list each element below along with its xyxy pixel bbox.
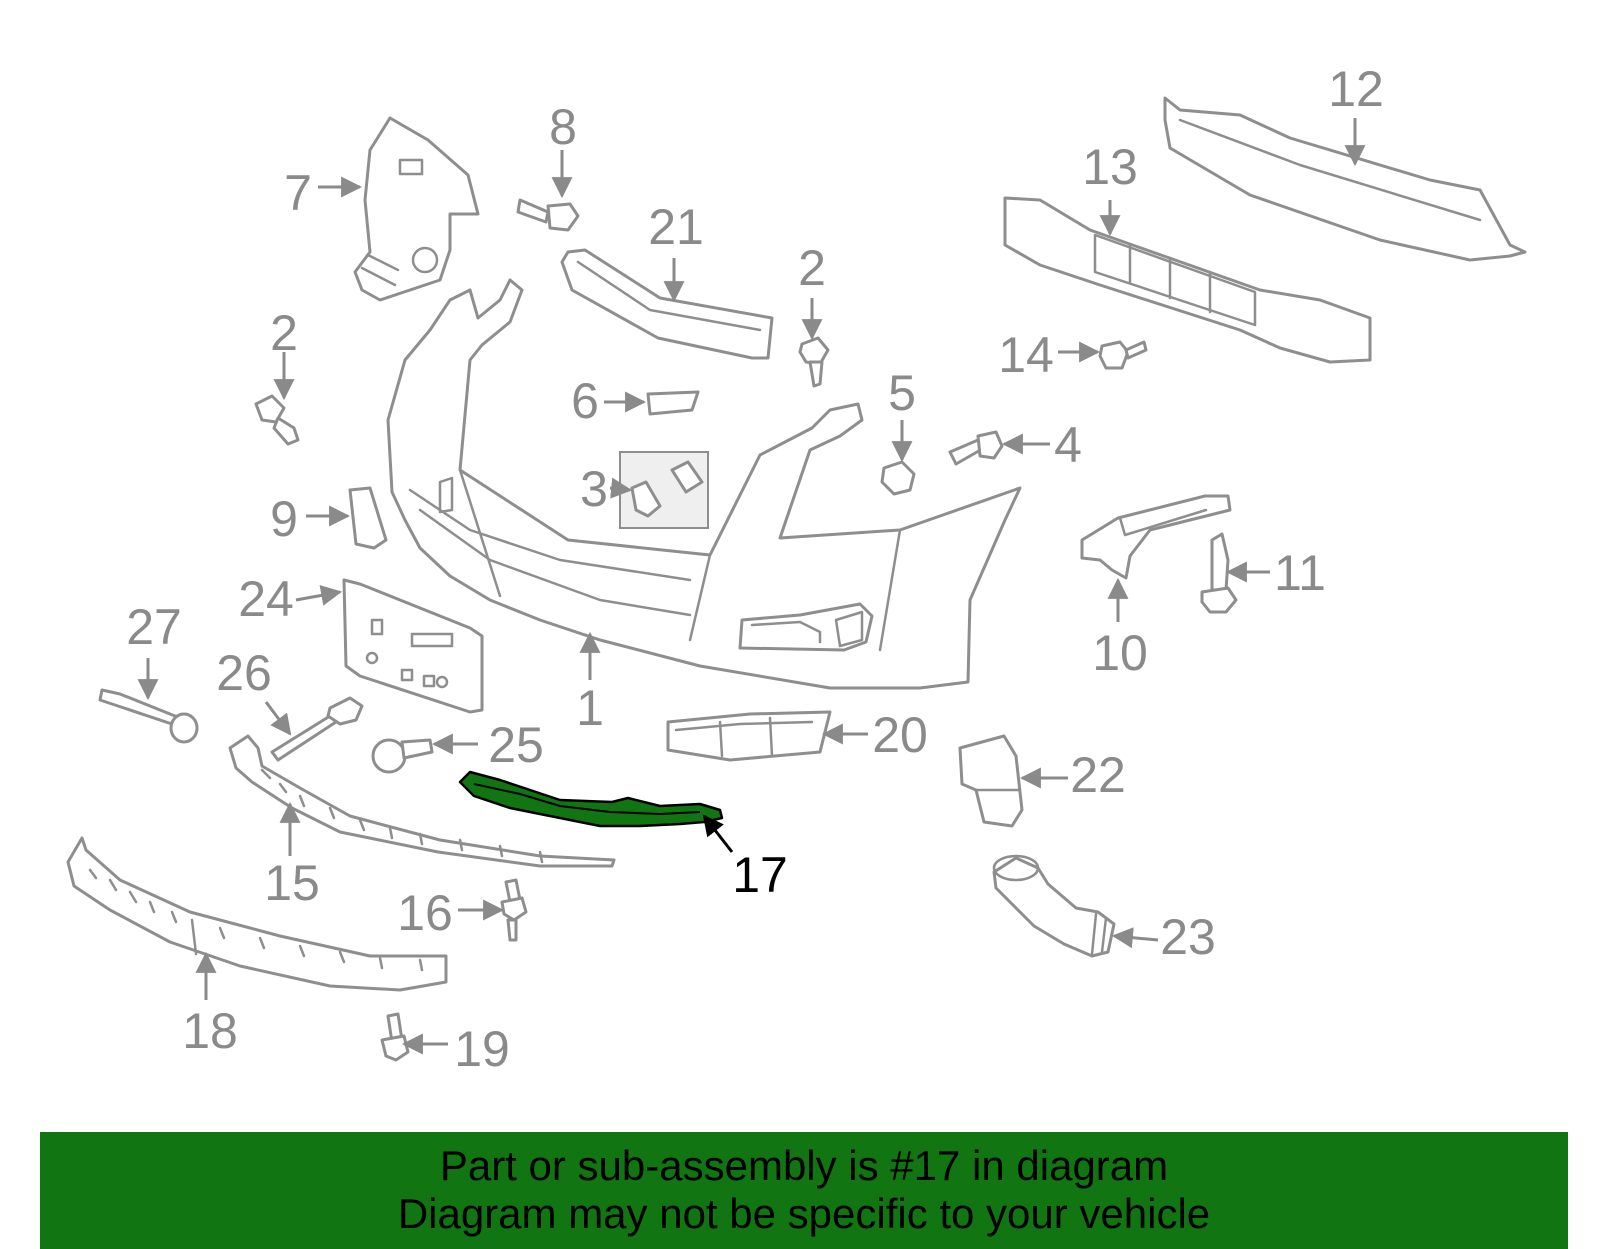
part-21-strip	[560, 248, 774, 360]
callout-23: 23	[1160, 909, 1216, 965]
parts-diagram: 1 2 2 3 4 5 6 7 8 9 10 11 12 13 14 15 16…	[66, 61, 1527, 1077]
callout-22: 22	[1070, 747, 1126, 803]
callout-labels: 1 2 2 3 4 5 6 7 8 9 10 11 12 13 14 15 16…	[126, 61, 1384, 1077]
banner-line-2: Diagram may not be specific to your vehi…	[397, 1190, 1211, 1237]
part-8-bolt	[516, 198, 580, 232]
part-18-valance	[66, 836, 448, 992]
part-13-absorber	[1003, 196, 1372, 364]
callout-2-left: 2	[270, 305, 298, 361]
callout-19: 19	[454, 1021, 510, 1077]
part-17-highlighted	[458, 770, 724, 828]
part-16-clip	[500, 878, 528, 942]
leader-lines	[137, 118, 1366, 1055]
callout-2-upper: 2	[798, 240, 826, 296]
part-6-bracket	[646, 390, 700, 416]
part-19-clip	[380, 1012, 410, 1062]
callout-15: 15	[264, 855, 320, 911]
info-banner: Part or sub-assembly is #17 in diagram D…	[40, 1132, 1568, 1249]
part-22-duct	[958, 734, 1024, 828]
part-25-retainer	[371, 738, 434, 774]
callout-21: 21	[648, 199, 704, 255]
part-26-pin	[270, 696, 364, 762]
callout-5: 5	[888, 365, 916, 421]
callout-8: 8	[549, 99, 577, 155]
part-12-reinforcement	[1163, 96, 1527, 262]
part-5-nut	[880, 460, 916, 496]
part-2-clip-left	[254, 394, 300, 446]
callout-18: 18	[182, 1003, 238, 1059]
callout-1: 1	[576, 680, 604, 736]
callout-13: 13	[1082, 139, 1138, 195]
callout-17: 17	[732, 847, 788, 903]
part-23-tube	[992, 854, 1116, 958]
callout-4: 4	[1054, 417, 1082, 473]
callout-7: 7	[284, 165, 312, 221]
part-2-clip-upper	[798, 336, 830, 388]
callout-10: 10	[1092, 625, 1148, 681]
callout-25: 25	[488, 717, 544, 773]
part-7-bracket	[353, 116, 480, 302]
part-24-plate-bracket	[342, 578, 484, 714]
banner-line-1: Part or sub-assembly is #17 in diagram	[439, 1142, 1169, 1189]
part-27-tow-eye	[98, 688, 199, 744]
callout-27: 27	[126, 599, 182, 655]
callout-9: 9	[270, 491, 298, 547]
callout-3: 3	[580, 461, 608, 517]
part-1-bumper-cover	[386, 278, 1022, 690]
callout-20: 20	[872, 707, 928, 763]
part-10-bracket	[1080, 494, 1232, 580]
part-3-inserts	[619, 451, 709, 529]
part-9-cover	[348, 486, 388, 550]
part-4-pin	[948, 430, 1004, 466]
part-20-grille	[666, 710, 832, 762]
callout-6: 6	[571, 373, 599, 429]
callout-24: 24	[238, 571, 294, 627]
part-15-deflector	[228, 734, 616, 868]
callout-12: 12	[1328, 61, 1384, 117]
part-14-clip	[1098, 340, 1148, 370]
callout-14: 14	[998, 327, 1054, 383]
callout-26: 26	[216, 645, 272, 701]
callout-16: 16	[397, 885, 453, 941]
callout-11: 11	[1274, 545, 1326, 601]
